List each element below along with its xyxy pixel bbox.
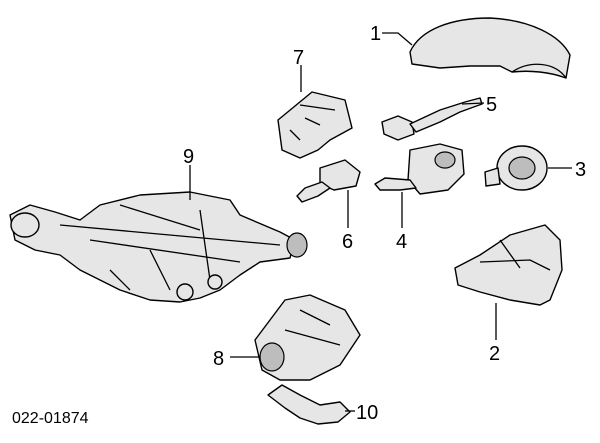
- callout-6: 6: [342, 231, 353, 253]
- callout-9: 9: [183, 146, 194, 168]
- callout-5: 5: [486, 94, 497, 116]
- callout-10: 10: [356, 402, 378, 424]
- part-7-switch-bracket: [277, 91, 353, 159]
- leader-lines: [189, 32, 572, 412]
- part-1-upper-cover: [409, 17, 571, 79]
- part-10-seal: [267, 384, 351, 425]
- callout-7: 7: [293, 47, 304, 69]
- part-4-turn-signal-switch: [374, 143, 465, 195]
- callout-2: 2: [489, 343, 500, 365]
- diagram-code: 022-01874: [12, 410, 89, 427]
- part-5-wiper-switch: [381, 97, 483, 141]
- callout-1: 1: [370, 23, 381, 45]
- part-8-ignition-housing: [254, 294, 361, 381]
- callout-8: 8: [213, 348, 224, 370]
- part-9-steering-column: [9, 191, 308, 303]
- callout-4: 4: [396, 231, 407, 253]
- part-6-switch: [296, 159, 361, 203]
- callout-3: 3: [575, 159, 586, 181]
- part-3-clock-spring: [484, 145, 548, 191]
- part-2-lower-cover: [454, 224, 563, 306]
